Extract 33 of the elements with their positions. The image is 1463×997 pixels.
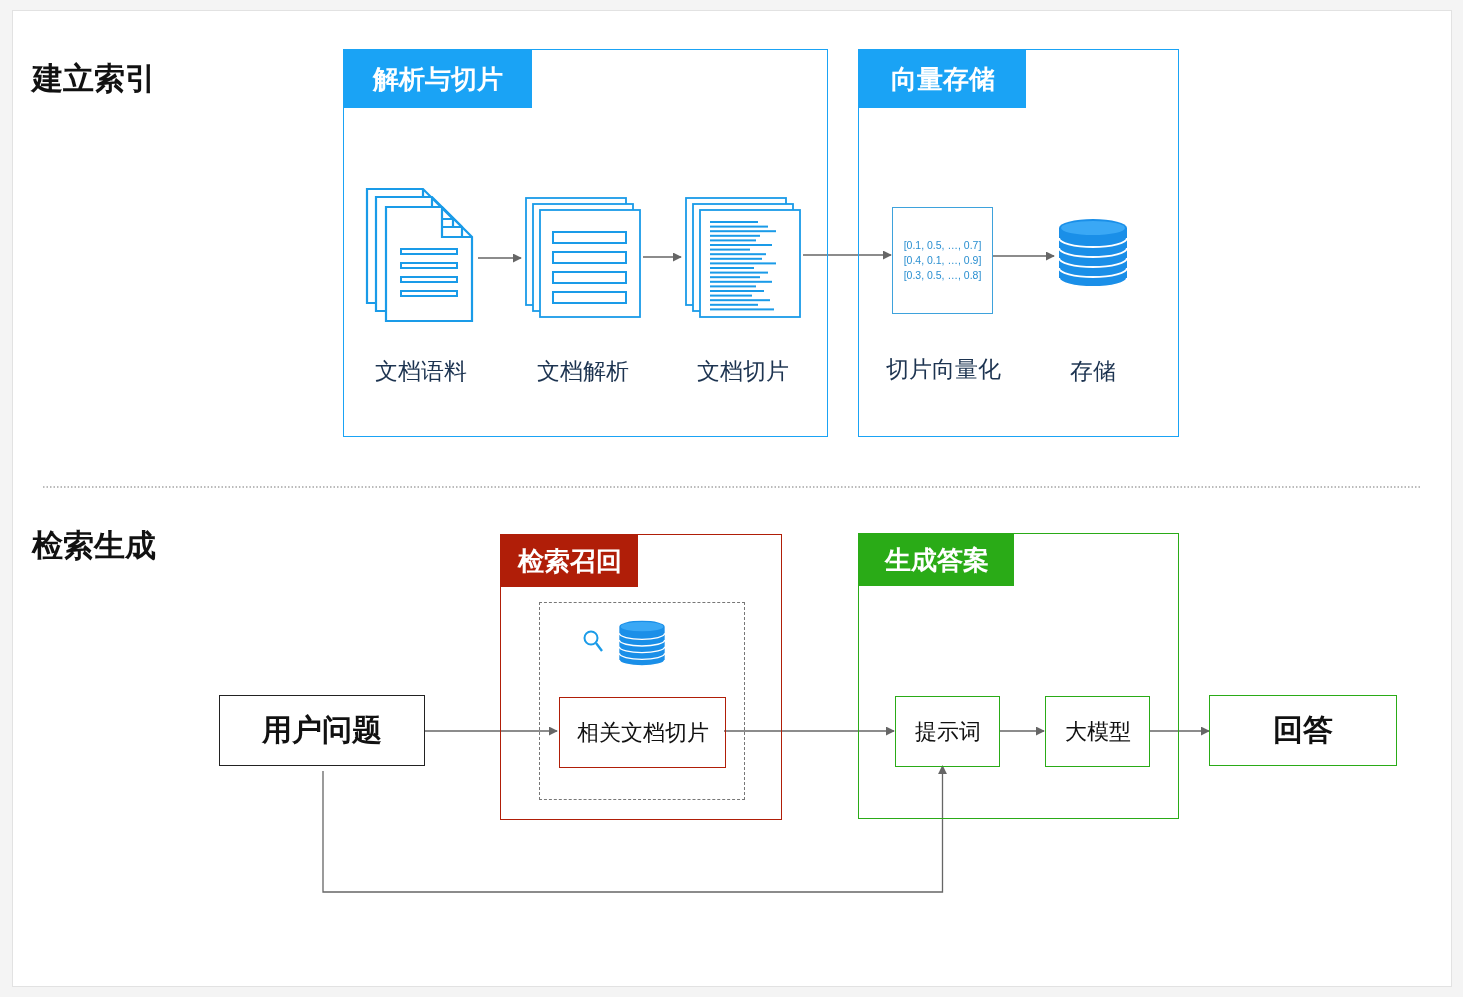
process-box: 相关文档切片: [559, 697, 726, 768]
process-box: 提示词: [895, 696, 1000, 767]
panel-heading: 生成答案: [859, 534, 1014, 586]
step-label: 切片向量化: [885, 355, 1002, 384]
section-title: 检索生成: [32, 527, 156, 565]
process-panel: [500, 534, 782, 820]
arrow: [642, 252, 682, 262]
process-box: 大模型: [1045, 696, 1150, 767]
arrow: [998, 726, 1045, 736]
dashed-box: [539, 602, 745, 800]
arrow: [477, 253, 522, 263]
arrow: [802, 250, 892, 260]
arrow: [322, 765, 947, 893]
arrow: [991, 251, 1055, 261]
vector-text: [0.4, 0.1, …, 0.9]: [903, 253, 982, 268]
arrow: [1148, 726, 1210, 736]
panel-heading: 向量存储: [859, 50, 1026, 108]
panel-heading: 检索召回: [501, 535, 638, 587]
vector-text: [0.3, 0.5, …, 0.8]: [903, 268, 982, 283]
arrow: [424, 726, 558, 736]
process-box: 回答: [1209, 695, 1397, 766]
step-label: 文档解析: [536, 357, 630, 386]
step-label: 文档语料: [374, 357, 468, 386]
process-panel: [343, 49, 828, 437]
section-title: 建立索引: [32, 60, 156, 98]
panel-heading: 解析与切片: [344, 50, 532, 108]
step-label: 文档切片: [696, 357, 790, 386]
vector-text: [0.1, 0.5, …, 0.7]: [903, 238, 982, 253]
process-box: 用户问题: [219, 695, 425, 766]
process-panel: [858, 49, 1179, 437]
step-label: 存储: [1069, 357, 1117, 386]
process-panel: [858, 533, 1179, 819]
arrow: [723, 726, 895, 736]
